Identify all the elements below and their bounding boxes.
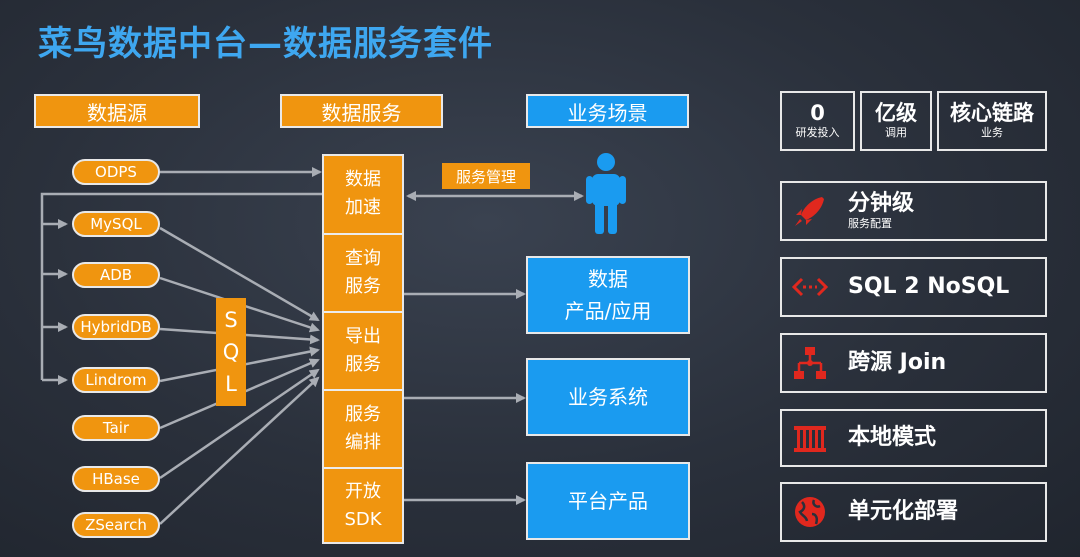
services-column: 数据 加速 查询 服务 导出 服务 服务 编排 开放 SDK [322,154,404,544]
feature-label: 本地模式 [848,425,937,450]
service-line: 开放 [345,480,381,502]
header-sources: 数据源 [34,94,200,128]
sql-bar: S Q L [216,298,246,406]
stat-label: 研发投入 [795,126,840,139]
feature-unit-deployment: 单元化部署 [780,482,1047,542]
service-data-acceleration: 数据 加速 [324,156,402,232]
service-open-sdk: 开放 SDK [324,469,402,542]
feature-minute-config: 分钟级 服务配置 [780,181,1047,241]
service-line: 服务 [345,403,381,425]
scenario-platform-product: 平台产品 [526,462,690,540]
sql-letter: Q [222,340,240,364]
scenario-line: 业务系统 [568,385,648,409]
scenario-line: 平台产品 [568,489,648,513]
header-services: 数据服务 [280,94,443,128]
service-orchestration: 服务 编排 [324,391,402,466]
rocket-icon [795,197,824,226]
hierarchy-icon [794,347,826,379]
service-line: 编排 [345,431,381,453]
stat-label: 业务 [981,126,1003,139]
service-line: 服务 [345,275,381,297]
service-export: 导出 服务 [324,313,402,388]
stat-label: 调用 [885,126,907,139]
feature-label: 跨源 Join [848,350,947,375]
scenario-business-system: 业务系统 [526,358,690,436]
feature-label: SQL 2 NoSQL [848,274,1010,299]
source-mysql: MySQL [72,211,160,237]
stat-calls: 亿级 调用 [860,91,932,151]
scenario-data-product: 数据 产品/应用 [526,256,690,334]
divider [324,389,402,391]
stat-rnd-investment: 0 研发投入 [780,91,855,151]
divider [324,233,402,235]
page-title: 菜鸟数据中台—数据服务套件 [38,24,493,64]
service-line: 加速 [345,197,381,218]
feature-label: 分钟级 [848,191,915,216]
stat-value: 亿级 [875,101,917,125]
source-hbase: HBase [72,466,160,492]
stat-value: 核心链路 [950,101,1034,125]
globe-icon [795,497,825,527]
service-line: 数据 [345,169,381,190]
header-scenarios: 业务场景 [526,94,689,128]
service-line: SDK [344,508,382,530]
service-line: 查询 [345,247,381,269]
service-line: 导出 [345,325,381,347]
feature-label: 单元化部署 [848,499,959,524]
service-line: 服务 [345,353,381,375]
code-arrows-icon [792,277,828,297]
source-odps: ODPS [72,159,160,185]
source-adb: ADB [72,262,160,288]
feature-cross-source-join: 跨源 Join [780,333,1047,393]
source-hybriddb: HybridDB [72,314,160,340]
source-tair: Tair [72,415,160,441]
feature-sql-to-nosql: SQL 2 NoSQL [780,257,1047,317]
feature-sublabel: 服务配置 [848,217,892,230]
scenario-line: 产品/应用 [564,299,652,323]
stat-core-business: 核心链路 业务 [937,91,1047,151]
source-lindrom: Lindrom [72,367,160,393]
sql-letter: S [224,308,238,332]
service-query: 查询 服务 [324,235,402,310]
building-icon [794,426,826,452]
divider [324,311,402,313]
service-management-label: 服务管理 [442,163,530,189]
divider [324,467,402,469]
scenario-line: 数据 [588,267,628,291]
user-icon [586,153,626,234]
feature-local-mode: 本地模式 [780,409,1047,467]
sql-letter: L [225,372,237,396]
stat-value: 0 [810,101,825,125]
source-zsearch: ZSearch [72,512,160,538]
